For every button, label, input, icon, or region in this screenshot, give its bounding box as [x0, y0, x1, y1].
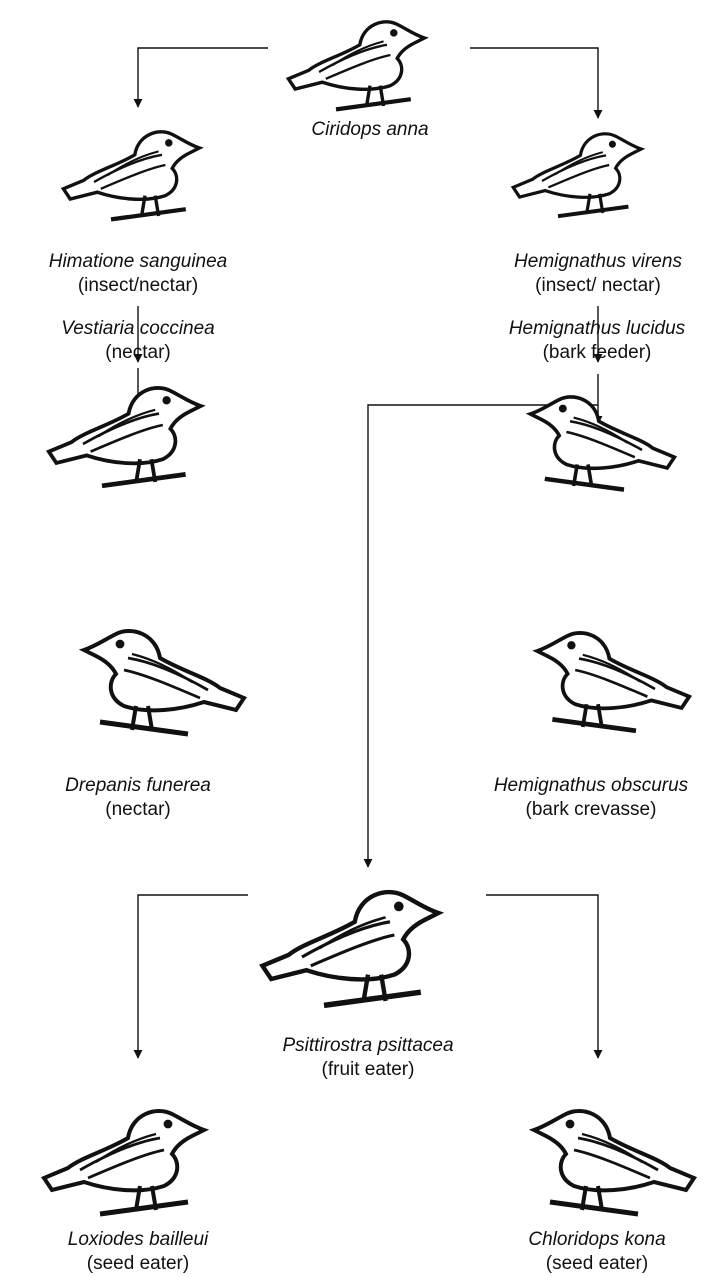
bird-illustration-lucidus: [530, 397, 674, 490]
bird-illustration-obscurus: [537, 633, 689, 731]
diet-label: (seed eater): [491, 1252, 703, 1276]
species-name: Himatione sanguinea: [18, 250, 258, 274]
species-name: Drepanis funerea: [28, 774, 248, 798]
diet-label: (nectar): [28, 798, 248, 822]
diet-label: (fruit eater): [246, 1058, 490, 1082]
species-name: Hemignathus lucidus: [483, 317, 711, 341]
bird-illustration-vestiaria: [49, 388, 201, 486]
bird-illustration-ciridops: [288, 22, 424, 110]
species-name: Psittirostra psittacea: [246, 1034, 490, 1058]
species-name: Hemignathus virens: [486, 250, 710, 274]
species-name: Chloridops kona: [491, 1228, 703, 1252]
bird-illustration-virens: [513, 134, 641, 216]
label-vestiaria: Vestiaria coccinea (nectar): [28, 317, 248, 365]
diet-label: (bark crevasse): [471, 798, 711, 822]
species-name: Loxiodes bailleui: [28, 1228, 248, 1252]
bird-illustration-psittirostra: [262, 892, 438, 1005]
diet-label: (insect/ nectar): [486, 274, 710, 298]
species-name: Vestiaria coccinea: [28, 317, 248, 341]
arrow-ciridops-himatione: [138, 48, 268, 107]
label-himatione: Himatione sanguinea (insect/nectar): [18, 250, 258, 298]
diet-label: (insect/nectar): [18, 274, 258, 298]
label-chloridops: Chloridops kona (seed eater): [491, 1228, 703, 1276]
label-virens: Hemignathus virens (insect/ nectar): [486, 250, 710, 298]
bird-illustration-himatione: [63, 132, 199, 220]
arrow-psittirostra-chloridops: [486, 895, 598, 1058]
label-lucidus: Hemignathus lucidus (bark feeder): [483, 317, 711, 365]
label-obscurus: Hemignathus obscurus (bark crevasse): [471, 774, 711, 822]
label-loxiodes: Loxiodes bailleui (seed eater): [28, 1228, 248, 1276]
diet-label: (seed eater): [28, 1252, 248, 1276]
species-name: Hemignathus obscurus: [471, 774, 711, 798]
species-name: Ciridops anna: [268, 118, 472, 142]
bird-illustration-chloridops: [534, 1111, 694, 1214]
diet-label: (nectar): [28, 341, 248, 365]
bird-illustration-drepanis: [84, 631, 244, 734]
bird-illustration-loxiodes: [44, 1111, 204, 1214]
arrow-psittirostra-loxiodes: [138, 895, 248, 1058]
label-ciridops: Ciridops anna: [268, 118, 472, 142]
label-drepanis: Drepanis funerea (nectar): [28, 774, 248, 822]
arrow-ciridops-virens: [470, 48, 598, 118]
label-psittirostra: Psittirostra psittacea (fruit eater): [246, 1034, 490, 1082]
diet-label: (bark feeder): [483, 341, 711, 365]
